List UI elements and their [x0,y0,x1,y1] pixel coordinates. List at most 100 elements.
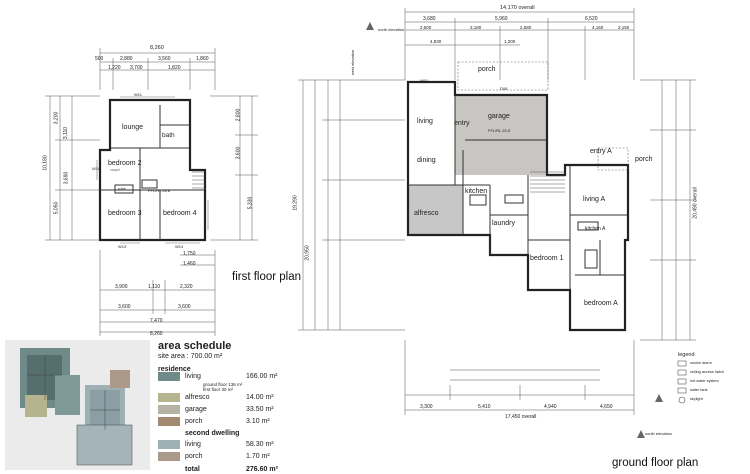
swatch-porch [158,417,180,426]
ff-window-w14: W14 [175,244,184,249]
north-elevation-label: north elevation [378,27,405,32]
room-porch-top: porch [478,66,496,73]
gf-top2-0: 2,500 [420,25,432,30]
ff-stair-dim-1: 1,460 [183,261,196,267]
row-garage-label: garage [185,406,207,413]
gf-top-dim-0: 3,680 [423,16,436,22]
area-schedule: area schedule site area : 700.00 m² resi… [158,340,288,373]
ff-window-w16: W16 [92,166,101,171]
total-label: total [185,466,200,473]
room-kitchen: kitchen [465,188,488,195]
room-bedroom-a: bedroom A [584,300,618,307]
ff-top-dim-2: 3,560 [158,56,171,62]
total-value: 276.60 m² [246,466,278,473]
row-living-label: living [185,373,201,380]
gf-bottom-dim-2: 4,940 [544,404,557,410]
ff-top-dim-0: 500 [95,56,104,62]
row-living-value: 166.00 m² [246,373,278,380]
ff-window-w11: W11 [134,92,142,97]
gf-bottom-overall: 17,450 overall [505,414,537,420]
gf-top2-4: 2,150 [618,25,630,30]
swatch-living [158,372,180,381]
row-alfresco-value: 14.00 m² [246,394,274,401]
legend-item-hws: hot water system [690,379,719,383]
ff-bottom-overall: 7,470 [150,318,163,324]
legend-item-smoke: smoke alarm [690,361,712,365]
room-alfresco: alfresco [414,210,439,217]
legend-title: legend [678,352,695,358]
swatch-second-living [158,440,180,449]
row-second-porch-value: 1.70 m² [246,453,270,460]
row-second-living-label: living [185,441,201,448]
room-laundry: laundry [492,220,515,227]
row-second-porch-label: porch [185,453,203,460]
ff-carpet: carpet [110,168,120,172]
row-first-floor: first floor 30 m² [203,387,234,392]
row-porch-label: porch [185,418,203,425]
ff-window-w13: W13 [118,244,127,249]
legend-item-tank: water tank [690,388,708,392]
room-dining: dining [417,157,436,164]
ff-bottom2-1: 3,600 [178,304,191,310]
site-thumbnail [5,340,150,470]
west-elevation-label: west elevation [350,49,356,76]
gf-top2-1: 3,180 [470,25,482,30]
room-living: living [417,118,433,125]
room-bedroom-1: bedroom 1 [530,255,564,262]
gf-top-dim-2: 6,520 [585,16,598,22]
south-elevation-label: south elevation [645,431,672,436]
room-bedroom-4: bedroom 4 [163,210,197,217]
room-entry: entry [454,120,470,127]
room-kitchen-a: kitchen A [585,226,606,232]
gf-left-overall: 19,290 [292,195,299,211]
ground-floor-plan-title: ground floor plan [612,457,699,469]
gf-top3-0: 4,830 [430,39,442,44]
ff-stair-dim-0: 1,750 [183,251,196,257]
gf-top-dim-1: 5,960 [495,16,508,22]
room-bedroom-3: bedroom 3 [108,210,142,217]
room-bath: bath [162,132,175,139]
gf-bottom-dim-0: 3,300 [420,404,433,410]
ff-bottom2-0: 3,600 [118,304,131,310]
gf-bottom-dim-3: 4,650 [600,404,613,410]
gf-top3-1: 1,200 [504,39,516,44]
ff-bottom-dim-2: 2,320 [180,284,193,290]
ff-top2-0: 1,220 [108,65,121,71]
gf-overall-width: 14,170 overall [500,5,535,11]
gf-left-overall2: 20,950 [304,245,311,261]
first-floor-plan-title: first floor plan [232,271,302,283]
room-bedroom-2: bedroom 2 [108,160,142,167]
ff-top-dim-3: 1,860 [196,56,209,62]
gf-window-w01: W01 [420,78,429,83]
site-area-value: 700.00 m² [190,353,223,360]
gf-top2-2: 2,580 [520,25,532,30]
ff-overall-width: 8,260 [150,45,164,51]
room-lounge: lounge [122,124,144,131]
second-dwelling-heading: second dwelling [185,430,240,437]
ff-bottom-dim-1: 1,110 [148,284,161,290]
ff-robe: robe [118,186,127,191]
row-ground-floor: ground floor 136 m² [203,382,243,387]
ff-level: FFL/RL 28.8 [148,188,171,193]
ff-bottom-dim-0: 3,900 [115,284,128,290]
gf-top2-3: 4,150 [592,25,604,30]
row-porch-value: 3.10 m² [246,418,270,425]
ff-top-dim-1: 2,880 [120,56,133,62]
room-entry-a: entry A [590,148,612,155]
gf-bottom-dim-1: 5,410 [478,404,491,410]
swatch-second-porch [158,452,180,461]
swatch-garage [158,405,180,414]
gf-level: FFL/RL 25.5 [488,128,511,133]
room-porch-right: porch [635,156,653,163]
residence-heading: residence [158,366,191,373]
row-second-living-value: 58.30 m² [246,441,274,448]
gf-right-overall: 20,490 overall [692,187,699,219]
site-area-label: site area : [158,353,189,360]
legend-item-hatch: ceiling access hatch [690,370,724,374]
room-living-a: living A [583,196,606,203]
row-garage-value: 33.50 m² [246,406,274,413]
area-schedule-title: area schedule [158,340,232,352]
gf-door-d08: D08 [500,86,508,91]
